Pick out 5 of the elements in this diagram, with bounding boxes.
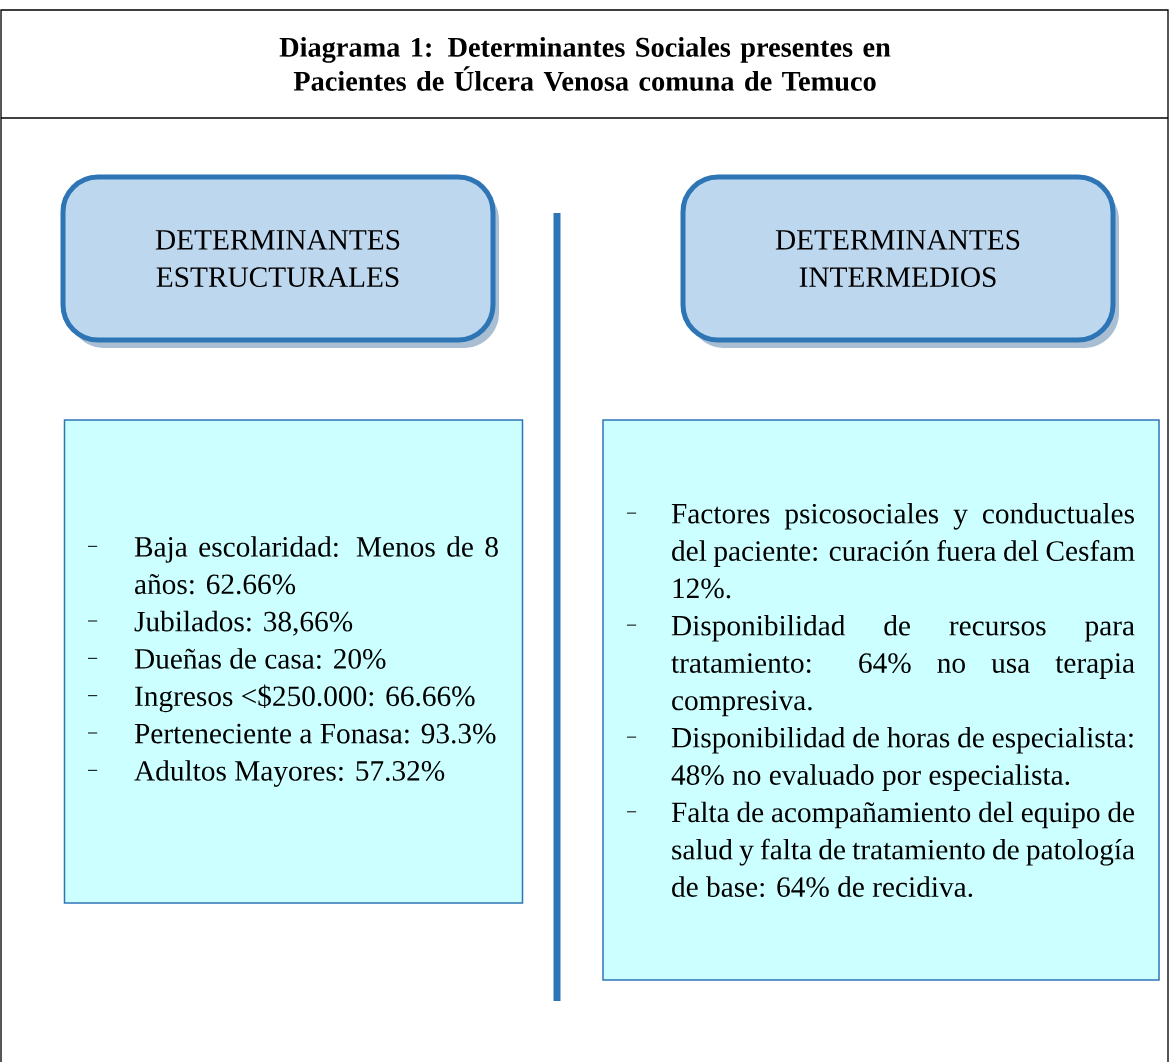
text-box: Baja escolaridad: Menos de 8 años: 62.66% Jubilados: 38,66% Dueñas de casa: 20% Ingresos <$250.000: 66.66% Perteneciente a Fonasa: 93.3% Adultos Mayores: 57.32% xyxy=(63,419,524,904)
text-box: Factores psicosociales y conductuales del paciente: curación fuera del Cesfam 12%. Disponibilidad de recursos para tratamiento: 64% no usa terapia compresiva. Disponibilidad de horas de especialista: 48% no evaluado por especialista. Falta de acompañamiento del equipo de salud y falta de tratamiento de patología de base: 64% de recidiva. xyxy=(602,419,1160,981)
heading-box: DETERMINANTES INTERMEDIOS xyxy=(680,174,1119,348)
title: Diagrama 1: Determinantes Sociales presentes en Pacientes de Úlcera Venosa comuna de Temuco xyxy=(279,36,891,92)
heading-box: DETERMINANTES ESTRUCTURALES xyxy=(60,174,499,348)
